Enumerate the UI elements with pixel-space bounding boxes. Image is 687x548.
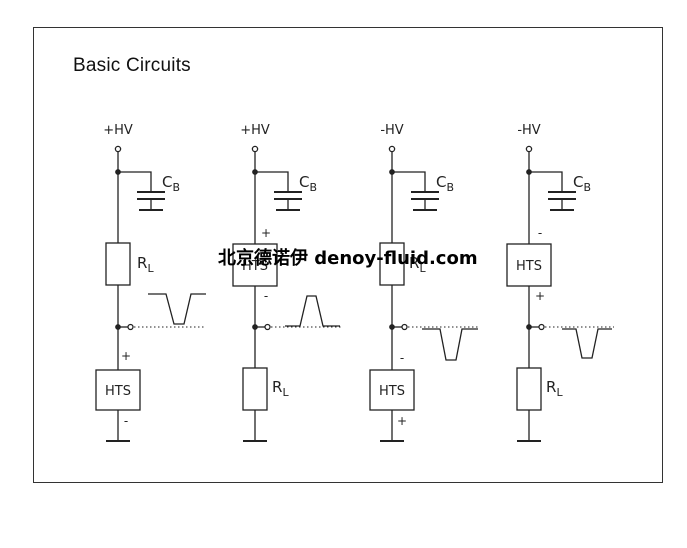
circuit-3-capacitor-label: CB <box>436 173 454 194</box>
circuit-4-hts-minus: - <box>538 226 542 240</box>
circuit-1-capacitor-label: CB <box>162 173 180 194</box>
circuit-2-resistor-label: RL <box>272 378 289 399</box>
circuit-1-supply-terminal <box>114 145 122 153</box>
circuit-1-hts-label: HTS <box>105 384 131 399</box>
circuit-3-hts-label: HTS <box>379 384 405 399</box>
circuit-4-resistor-label: RL <box>546 378 563 399</box>
circuit-4-resistor <box>516 367 542 411</box>
circuit-3-capacitor-lead <box>392 171 426 192</box>
circuit-2-output-terminal <box>264 323 271 331</box>
circuit-2-capacitor-lead <box>255 171 289 192</box>
circuit-1-resistor-label: RL <box>137 254 154 275</box>
circuit-3-hts-minus: - <box>400 351 404 365</box>
watermark-text: 北京德诺伊 denoy-fluid.com <box>218 248 478 269</box>
circuit-3-hts-plus: + <box>397 414 407 428</box>
circuit-1-output-terminal <box>127 323 134 331</box>
circuit-1-resistor <box>105 242 131 286</box>
circuit-4 <box>506 145 614 442</box>
circuit-1-hts-plus: + <box>121 349 131 363</box>
circuit-4-pulse <box>562 328 612 359</box>
circuit-2-hts-minus: - <box>264 289 268 303</box>
circuit-2-hts-plus: + <box>261 226 271 240</box>
circuit-4-capacitor-label: CB <box>573 173 591 194</box>
circuit-1-capacitor-lead <box>118 171 152 192</box>
circuit-3-supply-label: -HV <box>380 123 403 138</box>
circuit-2-supply-label: +HV <box>240 123 270 138</box>
circuit-2-pulse <box>285 295 340 327</box>
circuit-2 <box>232 145 342 442</box>
diagram-frame <box>33 27 663 483</box>
circuit-4-supply-terminal <box>525 145 533 153</box>
circuit-3-output-terminal <box>401 323 408 331</box>
circuit-4-hts-plus: + <box>535 289 545 303</box>
circuit-3 <box>369 145 478 442</box>
circuit-2-capacitor-label: CB <box>299 173 317 194</box>
diagram-title: Basic Circuits <box>73 55 191 76</box>
circuit-3-supply-terminal <box>388 145 396 153</box>
circuit-1-hts-minus: - <box>124 414 128 428</box>
circuit-1-supply-label: +HV <box>103 123 133 138</box>
circuit-3-pulse <box>422 328 478 361</box>
circuit-2-hts-label: HTS <box>242 259 268 274</box>
circuit-4-hts-label: HTS <box>516 259 542 274</box>
circuit-4-supply-label: -HV <box>517 123 540 138</box>
circuit-2-resistor <box>242 367 268 411</box>
circuit-4-capacitor-lead <box>529 171 563 192</box>
circuit-1-pulse <box>148 293 206 325</box>
circuit-3-resistor-label: RL <box>409 254 426 275</box>
circuit-2-supply-terminal <box>251 145 259 153</box>
circuit-4-output-terminal <box>538 323 545 331</box>
circuit-1 <box>95 145 206 442</box>
